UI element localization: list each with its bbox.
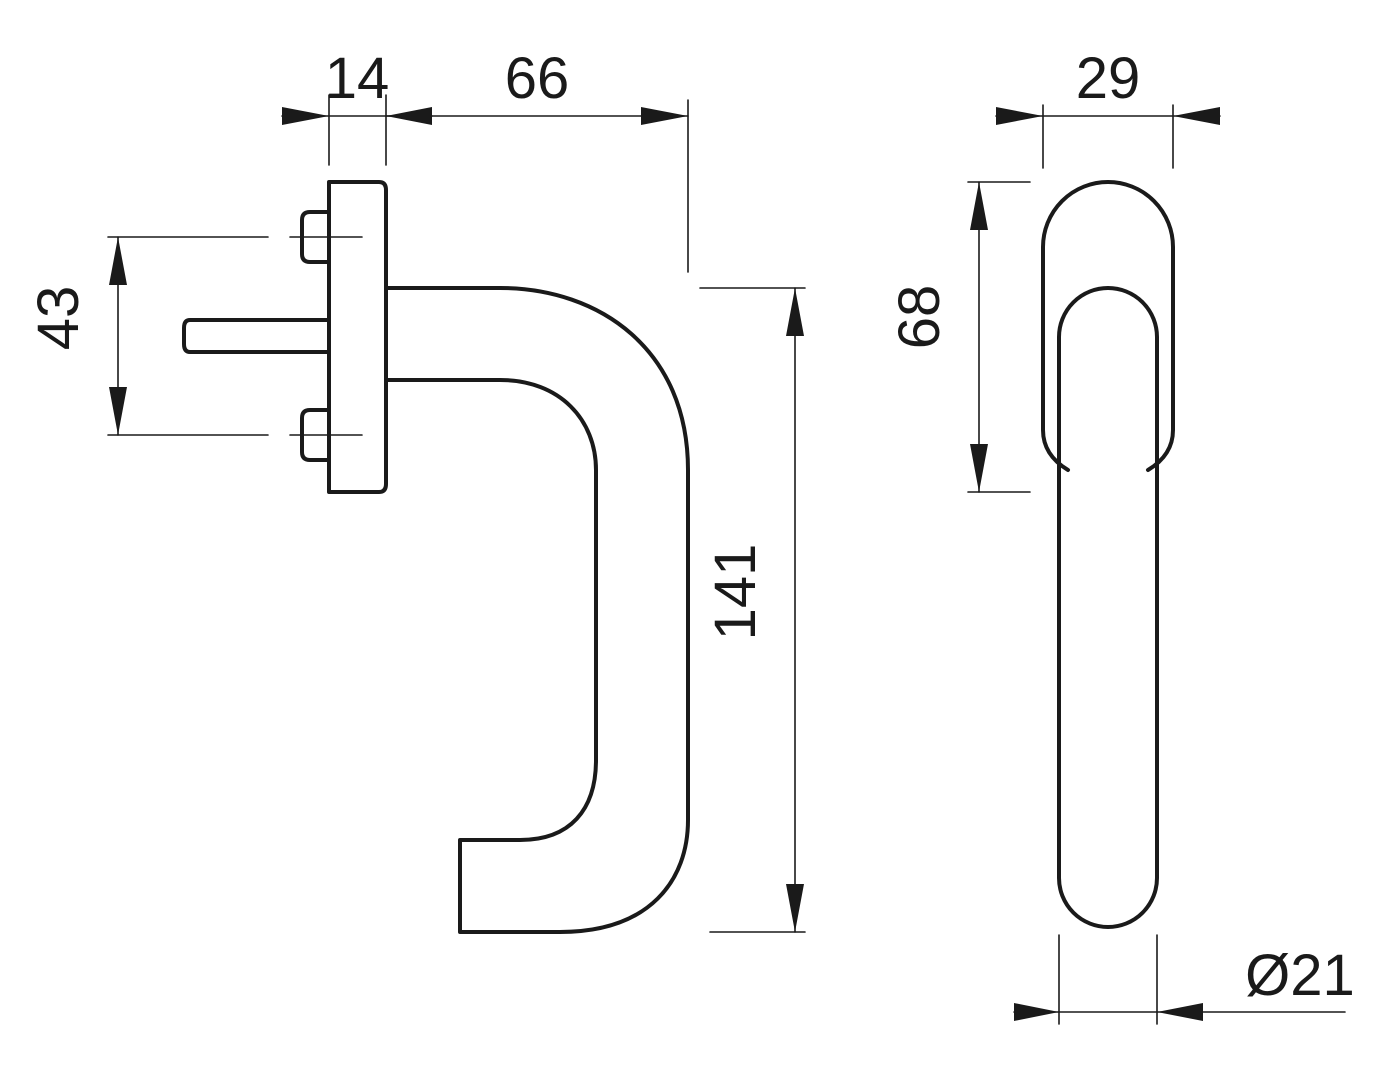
arrow-66-right	[641, 107, 688, 125]
side-view	[182, 180, 690, 934]
arrow-68-top	[970, 182, 988, 230]
side-lever-outline	[384, 286, 690, 934]
arrow-29-right	[1173, 107, 1220, 125]
dim-label-68: 68	[887, 285, 952, 350]
arrow-14-left	[282, 107, 329, 125]
side-spindle	[182, 318, 331, 354]
front-lever-outline	[1057, 286, 1159, 929]
side-dimensions: 14 66 43 141	[26, 46, 806, 933]
arrow-21-left	[1014, 1003, 1059, 1021]
dim-label-66: 66	[505, 46, 570, 111]
front-dimensions: 29 68 Ø21	[887, 46, 1355, 1025]
front-rose-outline	[1041, 180, 1175, 472]
dim-label-141: 141	[703, 544, 768, 641]
arrow-43-top	[109, 237, 127, 285]
dim-label-43: 43	[26, 286, 91, 351]
arrow-68-bottom	[970, 444, 988, 492]
arrow-141-bottom	[786, 884, 804, 932]
arrow-43-bottom	[109, 387, 127, 435]
dim-label-14: 14	[325, 46, 390, 111]
front-view	[1041, 180, 1175, 929]
dim-label-21: Ø21	[1245, 943, 1355, 1008]
arrow-141-top	[786, 288, 804, 336]
dim-label-29: 29	[1076, 46, 1141, 111]
side-rose-outline	[327, 180, 388, 494]
arrow-29-left	[996, 107, 1043, 125]
arrow-21-right	[1157, 1003, 1203, 1021]
